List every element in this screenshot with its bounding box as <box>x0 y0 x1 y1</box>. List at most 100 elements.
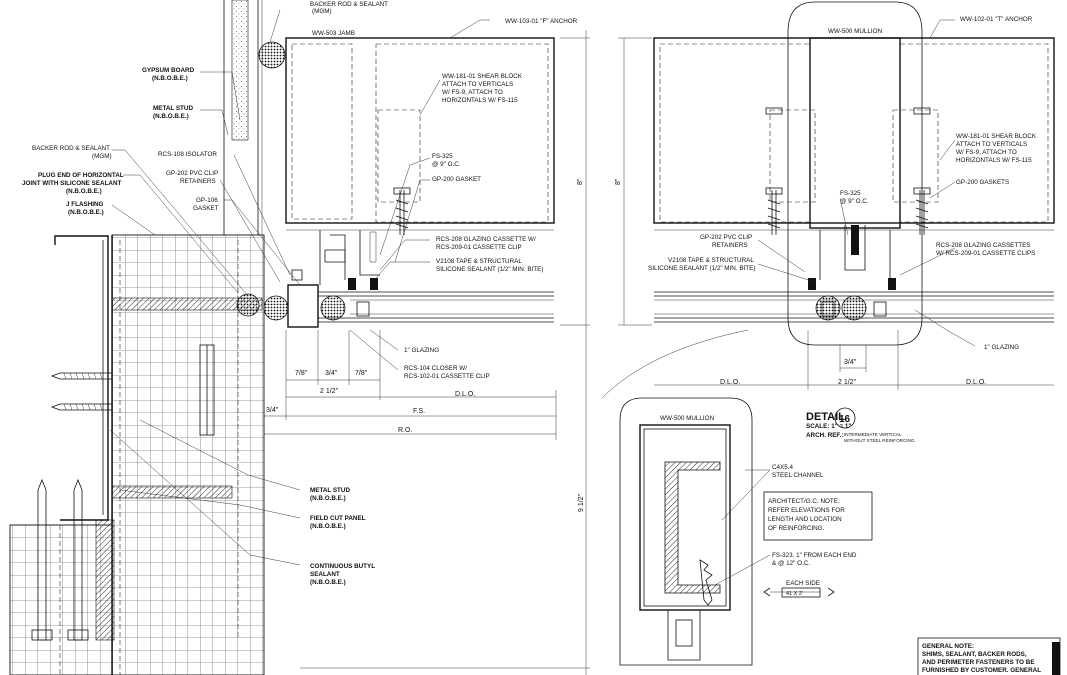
label: FS-323, 1" FROM EACH END <box>772 552 857 559</box>
label: FS-325 <box>840 190 861 197</box>
label: ARCH. REF.: <box>806 432 843 439</box>
dimension: D.L.O. <box>455 391 475 398</box>
detail-16-section <box>619 397 1061 675</box>
label: SILICONE SEALANT (1/2" MIN. BITE) <box>648 265 755 272</box>
label: (N.B.O.B.E.) <box>153 113 189 120</box>
label: RCS-209-01 CASSETTE CLIP <box>436 244 522 251</box>
label: PLUG END OF HORIZONTAL <box>38 172 124 179</box>
label: (N.B.O.B.E.) <box>310 523 346 530</box>
anchor-screw-2 <box>50 403 112 411</box>
label: WW-181-01 SHEAR BLOCK <box>956 133 1037 140</box>
label: RCS-104 CLOSER W/ <box>404 365 467 372</box>
label: SILICONE SEALANT (1/2" MIN. BITE) <box>436 266 543 273</box>
annotation-text: BACKER ROD & SEALANT (MGM) WW-503 JAMB W… <box>22 1 1041 674</box>
dimension: 2 1/2" <box>838 379 857 386</box>
label: W/ FS-9, ATTACH TO <box>442 89 503 96</box>
label: V2108 TAPE & STRUCTURAL <box>668 257 754 264</box>
general-note: FURNISHED BY CUSTOMER. GENERAL <box>922 667 1041 674</box>
label: HORIZONTALS W/ FS-115 <box>956 157 1032 164</box>
label: (N.B.O.B.E.) <box>68 209 104 216</box>
vertical-anchor-bolts <box>31 478 89 641</box>
label: OF REINFORCING. <box>768 525 825 532</box>
label: ATTACH TO VERTICALS <box>442 81 513 88</box>
label: W/ RCS-209-01 CASSETTE CLIPS <box>936 250 1035 257</box>
label: GP-200 GASKETS <box>956 179 1009 186</box>
gypsum-board <box>231 0 249 141</box>
label: METAL STUD <box>310 487 350 494</box>
label: BACKER ROD & SEALANT <box>32 145 110 152</box>
label: 1" GLAZING <box>404 347 439 354</box>
label: (MGM) <box>312 8 332 15</box>
label: GP-202 PVC CLIP <box>166 170 218 177</box>
label: (MGM) <box>92 153 112 160</box>
dimension: 3/4" <box>844 359 857 366</box>
label: RETAINERS <box>180 178 216 185</box>
label: ARCHITECT/G.C. NOTE: <box>768 498 840 505</box>
label: INTERMEDIATE VERTICAL <box>844 432 902 437</box>
dimension: D.L.O. <box>720 379 740 386</box>
label: WW-103-01 "F" ANCHOR <box>505 18 578 25</box>
anchor-screw-1 <box>50 372 112 380</box>
label: GASKET <box>193 205 219 212</box>
dimension: 2 1/2" <box>320 388 339 395</box>
label: WW-102-01 "T" ANCHOR <box>960 16 1033 23</box>
label: FIELD CUT PANEL <box>310 515 366 522</box>
label: SEALANT <box>310 571 340 578</box>
label: SCALE: 1" = 1" <box>806 423 851 430</box>
dimension: R.O. <box>398 427 412 434</box>
label: (N.B.O.B.E.) <box>66 188 102 195</box>
label: WW-500 MULLION <box>660 415 715 422</box>
dimension: 3/4" <box>266 407 279 414</box>
label: J FLASHING <box>66 201 104 208</box>
label: JOINT WITH SILICONE SEALANT <box>22 180 122 187</box>
label: WW-500 MULLION <box>828 28 883 35</box>
label: RCS-208 GLAZING CASSETTES <box>936 242 1030 249</box>
left-jamb-detail <box>9 0 590 675</box>
label: REFER ELEVATIONS FOR <box>768 507 845 514</box>
label: ATTACH TO VERTICALS <box>956 141 1027 148</box>
label: RCS-208 GLAZING CASSETTE W/ <box>436 236 536 243</box>
label: 41 X 2' <box>786 591 803 597</box>
dimension: D.L.O. <box>966 379 986 386</box>
dimension: 8" <box>615 178 622 185</box>
label: GP-202 PVC CLIP <box>700 234 752 241</box>
label: RETAINERS <box>712 242 748 249</box>
detail-number: 16 <box>839 414 851 425</box>
label: HORIZONTALS W/ FS-115 <box>442 97 518 104</box>
label: GP-200 GASKET <box>432 176 481 183</box>
label: WW-503 JAMB <box>312 30 355 37</box>
general-note: SHIMS, SEALANT, BACKER RODS, <box>922 651 1027 658</box>
label: WW-181-01 SHEAR BLOCK <box>442 73 523 80</box>
label: @ 9" O.C. <box>840 198 869 205</box>
right-mullion-detail <box>601 1 1055 399</box>
label: (N.B.O.B.E.) <box>310 579 346 586</box>
label: & @ 12" O.C. <box>772 560 810 567</box>
label: METAL STUD <box>153 105 193 112</box>
label: EACH SIDE <box>786 580 820 587</box>
dimension: 7/8" <box>355 370 368 377</box>
label: CONTINUOUS BUTYL <box>310 563 375 570</box>
label: FS-325 <box>432 153 453 160</box>
label: (N.B.O.B.E.) <box>152 75 188 82</box>
label: GYPSUM BOARD <box>142 67 195 74</box>
label: GP-106 <box>196 197 218 204</box>
label: W/ FS-9, ATTACH TO <box>956 149 1017 156</box>
label: WITHOUT STEEL REINFORCING <box>844 438 915 443</box>
dimension: F.S. <box>413 408 425 415</box>
dimension: 7/8" <box>295 370 308 377</box>
general-note: GENERAL NOTE: <box>922 643 974 650</box>
label: 1" GLAZING <box>984 344 1019 351</box>
label: V2108 TAPE & STRUCTURAL <box>436 258 522 265</box>
label: RCS-102-01 CASSETTE CLIP <box>404 373 490 380</box>
general-note: AND PERIMETER FASTENERS TO BE <box>922 659 1035 666</box>
label: LENGTH AND LOCATION <box>768 516 842 523</box>
backer-rod <box>258 41 286 69</box>
label: BACKER ROD & SEALANT <box>310 1 388 8</box>
dimension: 8" <box>577 178 584 185</box>
label: @ 9" O.C. <box>432 161 461 168</box>
label: STEEL CHANNEL <box>772 472 824 479</box>
label: (N.B.O.B.E.) <box>310 495 346 502</box>
label: C4X5.4 <box>772 464 794 471</box>
label: RCS-108 ISOLATOR <box>158 151 217 158</box>
